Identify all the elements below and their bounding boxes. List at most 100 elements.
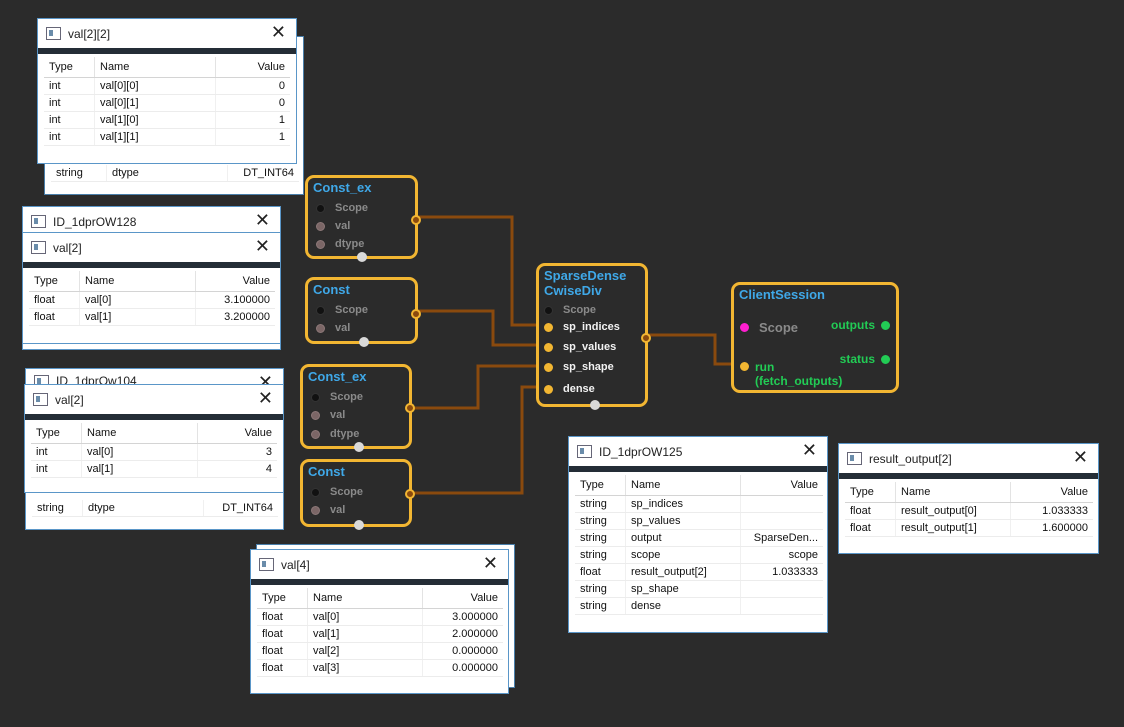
window-title: val[2] <box>53 240 82 255</box>
column-header[interactable]: Type <box>575 475 626 496</box>
properties-window-result-output[interactable]: result_output[2] ✕ Type Name Value float… <box>838 443 1099 554</box>
input-pin-icon[interactable] <box>311 505 320 515</box>
output-pin-icon[interactable] <box>405 489 415 499</box>
port-val[interactable]: val <box>311 409 345 421</box>
input-pin-icon[interactable] <box>544 342 553 352</box>
close-icon[interactable]: ✕ <box>801 440 817 460</box>
port-scope[interactable]: Scope <box>311 486 363 498</box>
input-pin-icon[interactable] <box>311 429 320 439</box>
node-const-2[interactable]: Const Scope val <box>300 459 415 530</box>
port-sp-shape[interactable]: sp_shape <box>544 361 614 373</box>
close-icon[interactable]: ✕ <box>254 210 270 230</box>
port-val[interactable]: val <box>316 220 350 232</box>
input-pin-icon[interactable] <box>740 323 749 332</box>
cell: int <box>44 77 95 95</box>
cell: string <box>575 495 626 513</box>
output-pin-icon[interactable] <box>881 320 890 330</box>
port-val[interactable]: val <box>316 322 350 334</box>
window-titlebar[interactable]: ID_1dprOW128 ✕ <box>23 207 280 236</box>
column-header[interactable]: Type <box>29 271 80 292</box>
column-header[interactable]: Value <box>740 475 823 496</box>
close-icon[interactable]: ✕ <box>1072 447 1088 467</box>
port-dense[interactable]: dense <box>544 383 595 395</box>
input-pin-icon[interactable] <box>740 362 749 371</box>
column-header[interactable]: Value <box>197 423 277 444</box>
node-const-ex-1[interactable]: Const_ex Scope val dtype <box>305 175 421 262</box>
output-pin-icon[interactable] <box>881 354 890 364</box>
column-header[interactable]: Value <box>1010 482 1093 503</box>
column-header[interactable]: Type <box>845 482 896 503</box>
close-icon[interactable]: ✕ <box>482 553 498 573</box>
divider <box>569 466 827 472</box>
bottom-pin-icon[interactable] <box>590 400 600 410</box>
input-pin-icon[interactable] <box>544 305 553 315</box>
cell: val[0] <box>81 443 198 461</box>
column-header[interactable]: Name <box>94 57 216 78</box>
input-pin-icon[interactable] <box>544 384 553 394</box>
column-header[interactable]: Name <box>79 271 196 292</box>
column-header[interactable]: Value <box>215 57 290 78</box>
column-header[interactable]: Type <box>44 57 95 78</box>
port-run[interactable]: run(fetch_outputs) <box>740 360 842 388</box>
column-header[interactable]: Value <box>195 271 275 292</box>
port-val[interactable]: val <box>311 504 345 516</box>
column-header[interactable]: Type <box>31 423 82 444</box>
input-pin-icon[interactable] <box>316 221 325 231</box>
bottom-pin-icon[interactable] <box>357 252 367 262</box>
port-scope[interactable]: Scope <box>740 320 798 335</box>
port-scope[interactable]: Scope <box>544 304 596 316</box>
input-pin-icon[interactable] <box>311 410 320 420</box>
input-pin-icon[interactable] <box>311 392 320 402</box>
window-titlebar[interactable]: val[4] ✕ <box>251 550 508 579</box>
output-pin-icon[interactable] <box>411 309 421 319</box>
window-titlebar[interactable]: val[2] ✕ <box>23 233 280 262</box>
output-pin-icon[interactable] <box>405 403 415 413</box>
port-scope[interactable]: Scope <box>316 304 368 316</box>
column-header[interactable]: Type <box>257 588 308 609</box>
port-status[interactable]: status <box>840 352 890 366</box>
node-const-1[interactable]: Const Scope val <box>305 277 421 347</box>
window-icon <box>577 445 592 458</box>
input-pin-icon[interactable] <box>311 487 320 497</box>
bottom-pin-icon[interactable] <box>354 520 364 530</box>
port-scope[interactable]: Scope <box>311 391 363 403</box>
output-pin-icon[interactable] <box>411 215 421 225</box>
port-sp-values[interactable]: sp_values <box>544 341 616 353</box>
port-dtype[interactable]: dtype <box>311 428 359 440</box>
window-titlebar[interactable]: result_output[2] ✕ <box>839 444 1098 473</box>
input-pin-icon[interactable] <box>544 362 553 372</box>
window-titlebar[interactable]: val[2][2] ✕ <box>38 19 296 48</box>
column-header[interactable]: Name <box>625 475 741 496</box>
node-client-session[interactable]: ClientSession Scope outputs status run(f… <box>731 282 899 393</box>
close-icon[interactable]: ✕ <box>257 388 273 408</box>
bottom-pin-icon[interactable] <box>354 442 364 452</box>
column-header[interactable]: Value <box>422 588 503 609</box>
port-outputs[interactable]: outputs <box>831 318 890 332</box>
close-icon[interactable]: ✕ <box>254 236 270 256</box>
input-pin-icon[interactable] <box>316 305 325 315</box>
cell: 3.000000 <box>422 608 503 626</box>
port-sp-indices[interactable]: sp_indices <box>544 321 620 333</box>
column-header[interactable]: Name <box>81 423 198 444</box>
input-pin-icon[interactable] <box>316 203 325 213</box>
bottom-pin-icon[interactable] <box>359 337 369 347</box>
column-header[interactable]: Name <box>307 588 423 609</box>
node-const-ex-2[interactable]: Const_ex Scope val dtype <box>300 364 415 452</box>
port-scope[interactable]: Scope <box>316 202 368 214</box>
window-titlebar[interactable]: ID_1dprOW125 ✕ <box>569 437 827 466</box>
input-pin-icon[interactable] <box>544 322 553 332</box>
input-pin-icon[interactable] <box>316 239 325 249</box>
column-header[interactable]: Name <box>895 482 1011 503</box>
port-dtype[interactable]: dtype <box>316 238 364 250</box>
window-titlebar[interactable]: val[2] ✕ <box>25 385 283 414</box>
close-icon[interactable]: ✕ <box>270 22 286 42</box>
output-pin-icon[interactable] <box>641 333 651 343</box>
input-pin-icon[interactable] <box>316 323 325 333</box>
